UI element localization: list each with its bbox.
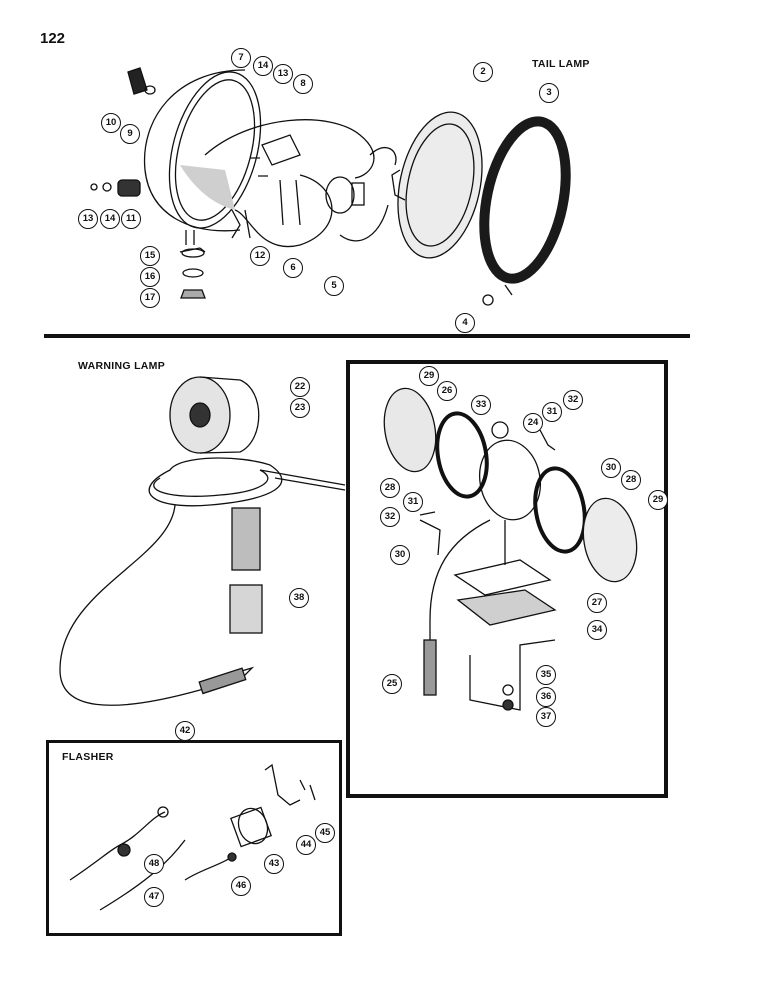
callout-24: 24: [523, 413, 543, 433]
section-divider: [44, 334, 690, 338]
callout-9: 9: [120, 124, 140, 144]
terminal-block-and-screws: [90, 67, 301, 197]
callout-42: 42: [175, 721, 195, 741]
callout-31-left: 31: [403, 492, 423, 512]
callout-16: 16: [140, 267, 160, 287]
callout-30-left: 30: [390, 545, 410, 565]
page-number: 122: [40, 30, 66, 47]
callout-11: 11: [121, 209, 141, 229]
callout-14-lower: 14: [100, 209, 120, 229]
callout-32-left: 32: [380, 507, 400, 527]
callout-35: 35: [536, 665, 556, 685]
callout-28-right: 28: [621, 470, 641, 490]
callout-31-right: 31: [542, 402, 562, 422]
callout-15: 15: [140, 246, 160, 266]
callout-25: 25: [382, 674, 402, 694]
flasher-inset: [46, 740, 342, 936]
mounting-hardware: [179, 247, 494, 306]
tail-lamp-title: TAIL LAMP: [532, 58, 590, 70]
warning-lamp-title: WARNING LAMP: [78, 360, 166, 372]
callout-29-upper: 29: [419, 366, 439, 386]
flasher-title: FLASHER: [62, 751, 114, 763]
callout-5: 5: [324, 276, 344, 296]
callout-29-right: 29: [648, 490, 668, 510]
callout-43: 43: [264, 854, 284, 874]
callout-37: 37: [536, 707, 556, 727]
lamp-housing: [143, 69, 262, 245]
callout-28-left: 28: [380, 478, 400, 498]
callout-27: 27: [587, 593, 607, 613]
callout-8: 8: [293, 74, 313, 94]
callout-45: 45: [315, 823, 335, 843]
callout-17: 17: [140, 288, 160, 308]
callout-22: 22: [290, 377, 310, 397]
inset-exploded-parts: [383, 387, 638, 711]
callout-34: 34: [587, 620, 607, 640]
callout-48: 48: [144, 854, 164, 874]
flasher-parts: [69, 763, 316, 911]
callout-13-lower: 13: [78, 209, 98, 229]
callout-38: 38: [289, 588, 309, 608]
callout-30-right: 30: [601, 458, 621, 478]
lens: [391, 111, 483, 259]
callout-12: 12: [250, 246, 270, 266]
bulb: [325, 146, 397, 214]
callout-47: 47: [144, 887, 164, 907]
callout-7: 7: [231, 48, 251, 68]
callout-10: 10: [101, 113, 121, 133]
warning-lamp-assembly: [59, 376, 346, 706]
callout-46: 46: [231, 876, 251, 896]
bezel-ring: [479, 116, 571, 296]
callout-44: 44: [296, 835, 316, 855]
callout-26: 26: [437, 381, 457, 401]
wires: [204, 119, 389, 248]
callout-23: 23: [290, 398, 310, 418]
callout-14-upper: 14: [253, 56, 273, 76]
callout-3: 3: [539, 83, 559, 103]
callout-6: 6: [283, 258, 303, 278]
callout-36: 36: [536, 687, 556, 707]
callout-33: 33: [471, 395, 491, 415]
callout-4: 4: [455, 313, 475, 333]
callout-2: 2: [473, 62, 493, 82]
warning-lamp-exploded-inset: [346, 360, 668, 798]
callout-32-right: 32: [563, 390, 583, 410]
callout-13-upper: 13: [273, 64, 293, 84]
